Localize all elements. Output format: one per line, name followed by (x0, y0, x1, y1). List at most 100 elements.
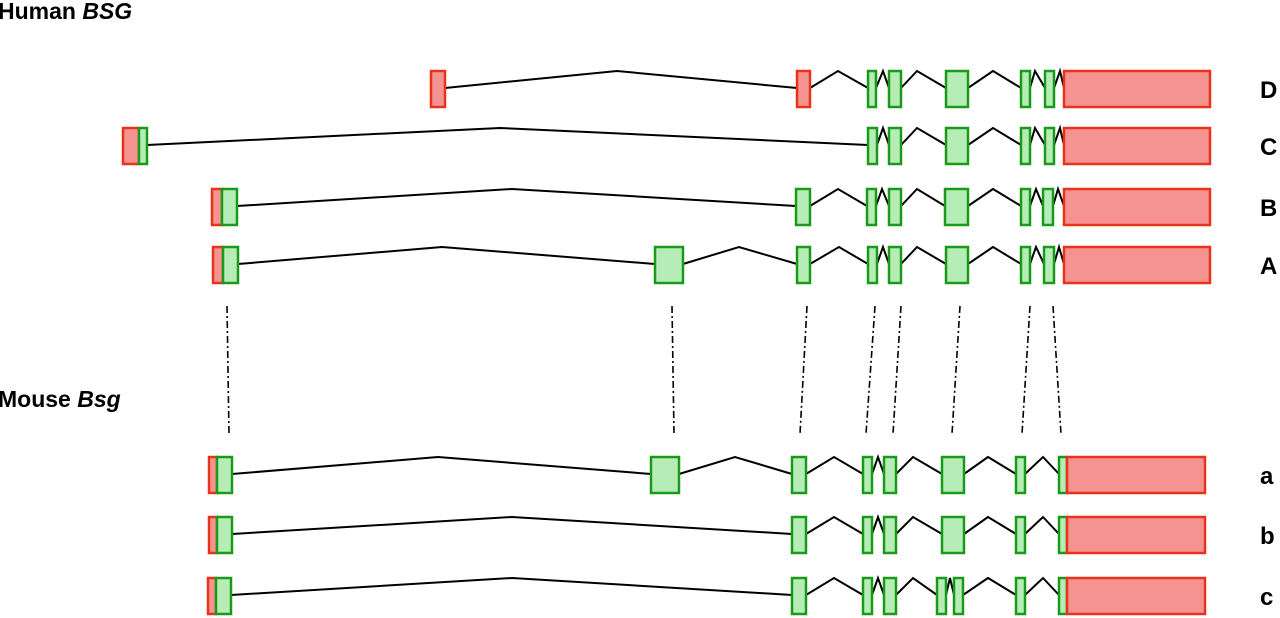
human-gene-symbol: BSG (82, 0, 133, 24)
coding-exon-box (944, 245, 970, 285)
coding-exon-box (861, 576, 874, 616)
utr-exon-box (1062, 69, 1212, 109)
coding-exon-box (790, 515, 808, 555)
intron-line (1053, 67, 1065, 89)
utr-exon-box (429, 69, 447, 109)
intron-line (809, 245, 869, 265)
intron-line (945, 577, 955, 596)
coding-exon-box (866, 126, 879, 166)
human-title-prefix: Human (0, 0, 76, 24)
coding-exon-box (882, 576, 898, 616)
intron-line (963, 455, 1017, 475)
coding-exon-box (935, 576, 948, 616)
ortholog-connector-line (799, 305, 808, 435)
utr-exon-box (795, 69, 812, 109)
coding-exon-box (865, 187, 878, 227)
coding-exon-box (137, 126, 149, 166)
ortholog-connector-line (951, 305, 961, 435)
coding-exon-box (887, 126, 903, 166)
coding-exon-box (653, 245, 685, 285)
intron-line (1024, 455, 1060, 475)
isoform-label-C: C (1260, 134, 1277, 161)
coding-exon-box (790, 455, 808, 495)
intron-line (1029, 244, 1045, 265)
coding-exon-box (882, 455, 898, 495)
ortholog-connector-line (1021, 305, 1031, 435)
isoform-tracks (121, 67, 1212, 616)
ortholog-connector-line (226, 305, 230, 435)
intron-line (876, 124, 890, 146)
coding-exon-box (887, 69, 903, 109)
intron-line (875, 68, 890, 89)
intron-line (876, 243, 890, 265)
utr-exon-box (121, 126, 141, 166)
human-gene-title: Human BSG (0, 0, 132, 25)
coding-exon-box (887, 245, 903, 285)
ortholog-connectors (226, 305, 1062, 435)
intron-line (967, 69, 1022, 89)
mouse-gene-symbol: Bsg (77, 386, 121, 412)
intron-line (237, 245, 656, 265)
coding-exon-box (943, 187, 970, 227)
intron-line (678, 455, 793, 475)
intron-line (805, 455, 864, 475)
isoform-label-D: D (1260, 77, 1277, 104)
coding-exon-box (215, 455, 234, 495)
intron-line (682, 245, 798, 265)
intron-line (900, 245, 947, 265)
intron-line (895, 576, 938, 596)
intron-line (900, 126, 947, 146)
intron-line (963, 515, 1017, 535)
coding-exon-box (649, 455, 681, 495)
isoform-label-A: A (1260, 253, 1277, 280)
coding-exon-box (952, 576, 965, 616)
coding-exon-box (866, 69, 878, 109)
coding-exon-box (887, 187, 903, 227)
intron-line (1029, 68, 1046, 89)
intron-line (231, 455, 652, 475)
intron-line (962, 576, 1017, 596)
intron-line (895, 515, 943, 535)
coding-exon-box (220, 187, 239, 227)
utr-exon-box (211, 245, 225, 285)
coding-exon-box (940, 455, 966, 495)
isoform-label-c: c (1260, 584, 1273, 611)
mouse-gene-title: Mouse Bsg (0, 386, 121, 413)
coding-exon-box (882, 515, 898, 555)
intron-line (895, 455, 943, 475)
coding-exon-box (1019, 187, 1032, 227)
coding-exon-box (1014, 515, 1027, 555)
isoform-label-a: a (1260, 463, 1274, 490)
coding-exon-box (940, 515, 966, 555)
intron-line (871, 453, 885, 475)
coding-exon-box (790, 576, 808, 616)
ortholog-connector-line (671, 305, 675, 435)
coding-exon-box (214, 576, 233, 616)
coding-exon-box (1019, 69, 1032, 109)
isoform-track-C (121, 124, 1212, 166)
intron-line (900, 187, 946, 207)
utr-exon-box (210, 187, 224, 227)
coding-exon-box (1042, 245, 1056, 285)
intron-line (146, 126, 869, 146)
utr-exon-box (1065, 515, 1207, 555)
coding-exon-box (1043, 126, 1056, 166)
coding-exon-box (795, 245, 812, 285)
isoform-track-b (207, 513, 1207, 555)
coding-exon-box (794, 187, 812, 227)
intron-line (1024, 515, 1060, 535)
coding-exon-box (944, 69, 970, 109)
intron-line (967, 187, 1022, 207)
utr-exon-box (1065, 455, 1207, 495)
isoform-track-D (429, 67, 1212, 109)
coding-exon-box (861, 455, 874, 495)
ortholog-connector-line (892, 305, 902, 435)
utr-exon-box (1062, 245, 1212, 285)
utr-exon-box (1062, 187, 1212, 227)
coding-exon-box (1014, 455, 1027, 495)
isoform-track-A (211, 243, 1212, 285)
isoform-label-b: b (1260, 523, 1275, 550)
intron-line (1024, 576, 1060, 596)
coding-exon-box (1019, 126, 1032, 166)
